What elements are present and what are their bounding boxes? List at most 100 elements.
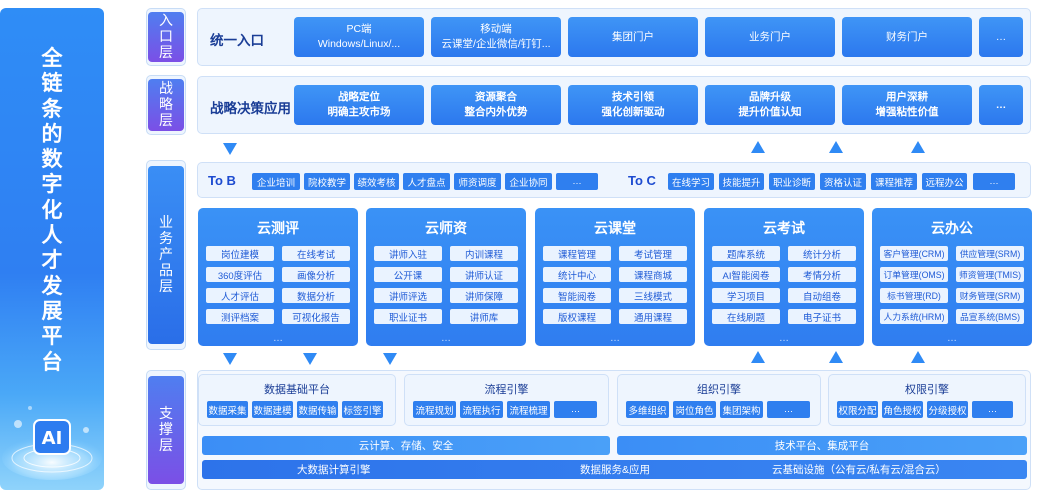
support-group: 流程引擎流程规划流程执行流程梳理…: [404, 374, 609, 426]
product-feature-chip[interactable]: 课程管理: [543, 246, 611, 261]
product-feature-chip[interactable]: 电子证书: [788, 309, 856, 324]
layer-label-char: 务: [159, 231, 173, 247]
product-feature-chip[interactable]: 画像分析: [282, 267, 350, 282]
product-feature-chip[interactable]: 在线考试: [282, 246, 350, 261]
product-feature-chip[interactable]: 讲师库: [450, 309, 518, 324]
product-feature-chip[interactable]: 360度评估: [206, 267, 274, 282]
product-feature-chip[interactable]: 财务管理(SRM): [956, 288, 1024, 303]
product-card[interactable]: 云师资讲师入驻内训课程公开课讲师认证讲师评选讲师保障职业证书讲师库…: [366, 208, 526, 346]
support-tag[interactable]: 标签引擎: [342, 401, 383, 418]
product-card-more: …: [947, 333, 957, 344]
to-b-tag[interactable]: 院校教学: [304, 173, 350, 190]
support-tag[interactable]: 角色授权: [882, 401, 923, 418]
to-c-tag[interactable]: 远程办公: [922, 173, 967, 190]
product-feature-chip[interactable]: 讲师入驻: [374, 246, 442, 261]
to-b-tag[interactable]: 绩效考核: [354, 173, 399, 190]
support-tag[interactable]: 集团架构: [720, 401, 763, 418]
product-feature-chip[interactable]: 通用课程: [619, 309, 687, 324]
to-c-tag[interactable]: 职业诊断: [769, 173, 815, 190]
layer-label-business: 业务产品层: [148, 166, 184, 344]
support-tag[interactable]: …: [767, 401, 810, 418]
product-feature-chip[interactable]: 供应管理(SRM): [956, 246, 1024, 261]
to-b-tag[interactable]: 人才盘点: [403, 173, 450, 190]
strategy-button-line1: 用户深耕: [886, 91, 928, 103]
support-tag[interactable]: 多维组织: [626, 401, 669, 418]
entry-button[interactable]: 财务门户: [842, 17, 972, 57]
to-b-tag[interactable]: …: [556, 173, 598, 190]
strategy-button[interactable]: 技术引领强化创新驱动: [568, 85, 698, 125]
strategy-button-line1: 资源聚合: [475, 91, 517, 103]
support-tag[interactable]: 流程梳理: [507, 401, 550, 418]
product-feature-chip[interactable]: 在线刷题: [712, 309, 780, 324]
product-card[interactable]: 云课堂课程管理考试管理统计中心课程商城智能阅卷三线模式版权课程通用课程…: [535, 208, 695, 346]
support-tag[interactable]: …: [554, 401, 597, 418]
strategy-button[interactable]: 用户深耕增强粘性价值: [842, 85, 972, 125]
product-feature-chip[interactable]: 学习项目: [712, 288, 780, 303]
support-tag[interactable]: 流程规划: [413, 401, 456, 418]
to-b-tag[interactable]: 企业培训: [252, 173, 300, 190]
product-feature-chip[interactable]: AI智能阅卷: [712, 267, 780, 282]
banner-title-char: 全: [41, 46, 63, 70]
to-c-tag[interactable]: 课程推荐: [871, 173, 917, 190]
to-c-tag[interactable]: 在线学习: [668, 173, 714, 190]
product-feature-chip[interactable]: 数据分析: [282, 288, 350, 303]
entry-button[interactable]: 业务门户: [705, 17, 835, 57]
product-feature-chip[interactable]: 考情分析: [788, 267, 856, 282]
product-feature-chip[interactable]: 三线模式: [619, 288, 687, 303]
product-feature-chip[interactable]: 讲师评选: [374, 288, 442, 303]
product-feature-chip[interactable]: 订单管理(OMS): [880, 267, 948, 282]
product-feature-chip[interactable]: 公开课: [374, 267, 442, 282]
entry-button[interactable]: …: [979, 17, 1023, 57]
strategy-button[interactable]: 战略定位明确主攻市场: [294, 85, 424, 125]
product-feature-chip[interactable]: 版权课程: [543, 309, 611, 324]
product-feature-chip[interactable]: 职业证书: [374, 309, 442, 324]
to-b-tag[interactable]: 企业协同: [505, 173, 552, 190]
product-feature-chip[interactable]: 人才评估: [206, 288, 274, 303]
support-tag[interactable]: 分级授权: [927, 401, 968, 418]
support-tag[interactable]: 数据采集: [207, 401, 248, 418]
strategy-button[interactable]: 品牌升级提升价值认知: [705, 85, 835, 125]
product-feature-chip[interactable]: 讲师保障: [450, 288, 518, 303]
product-feature-chip[interactable]: 内训课程: [450, 246, 518, 261]
to-b-tag[interactable]: 师资调度: [454, 173, 501, 190]
product-card-title: 云考试: [763, 220, 805, 236]
entry-button[interactable]: 集团门户: [568, 17, 698, 57]
entry-button[interactable]: 移动端云课堂/企业微信/钉钉...: [431, 17, 561, 57]
support-tag[interactable]: 数据建模: [252, 401, 293, 418]
entry-button-line1: PC端: [346, 23, 372, 35]
product-feature-chip[interactable]: 客户管理(CRM): [880, 246, 948, 261]
product-feature-chip[interactable]: 测评档案: [206, 309, 274, 324]
to-c-tag[interactable]: 技能提升: [719, 173, 764, 190]
product-feature-chip[interactable]: 统计分析: [788, 246, 856, 261]
strategy-button[interactable]: …: [979, 85, 1023, 125]
product-feature-chip[interactable]: 标书管理(RD): [880, 288, 948, 303]
support-tag[interactable]: 流程执行: [460, 401, 503, 418]
to-c-tag[interactable]: …: [973, 173, 1015, 190]
product-feature-chip[interactable]: 岗位建模: [206, 246, 274, 261]
support-tag[interactable]: 岗位角色: [673, 401, 716, 418]
product-card[interactable]: 云办公客户管理(CRM)供应管理(SRM)订单管理(OMS)师资管理(TMIS)…: [872, 208, 1032, 346]
support-tag[interactable]: 权限分配: [837, 401, 878, 418]
product-feature-chip[interactable]: 考试管理: [619, 246, 687, 261]
product-feature-chip[interactable]: 统计中心: [543, 267, 611, 282]
support-tag[interactable]: 数据传输: [297, 401, 338, 418]
product-feature-chip[interactable]: 自动组卷: [788, 288, 856, 303]
product-feature-chip[interactable]: 师资管理(TMIS): [956, 267, 1024, 282]
product-feature-chip[interactable]: 讲师认证: [450, 267, 518, 282]
product-feature-chip[interactable]: 品宣系统(BMS): [956, 309, 1024, 324]
product-feature-chip[interactable]: 智能阅卷: [543, 288, 611, 303]
product-feature-chip[interactable]: 可视化报告: [282, 309, 350, 324]
product-feature-chip[interactable]: 课程商城: [619, 267, 687, 282]
layer-label-entry: 入口层: [148, 12, 184, 62]
product-feature-chip[interactable]: 题库系统: [712, 246, 780, 261]
arrow-down-icon: [223, 143, 237, 155]
product-feature-chip[interactable]: 人力系统(HRM): [880, 309, 948, 324]
layer-label-char: 支: [159, 406, 173, 422]
support-tag[interactable]: …: [972, 401, 1013, 418]
strategy-button[interactable]: 资源聚合整合内外优势: [431, 85, 561, 125]
to-c-tag[interactable]: 资格认证: [820, 173, 866, 190]
layer-label-char: 撑: [159, 422, 173, 438]
